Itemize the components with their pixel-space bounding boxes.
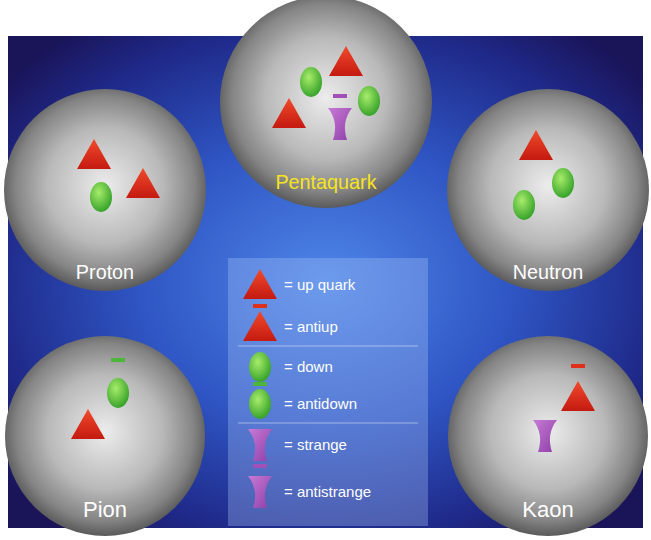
particle-label: Neutron xyxy=(447,262,649,284)
pentaquark-quarks xyxy=(272,46,380,140)
legend-text: = antiup xyxy=(284,319,338,336)
legend-text: = down xyxy=(284,359,333,376)
legend-text: = up quark xyxy=(284,277,355,294)
particle-label: Proton xyxy=(4,262,206,284)
proton-quarks xyxy=(77,139,160,212)
legend-text: = antistrange xyxy=(284,484,371,501)
proton-sphere xyxy=(4,89,206,291)
neutron-node: Neutron xyxy=(447,89,649,291)
legend-panel xyxy=(228,258,428,526)
pentaquark-node: Pentaquark xyxy=(220,0,432,208)
neutron-sphere xyxy=(447,89,649,291)
legend-separator xyxy=(238,346,418,347)
legend-text: = strange xyxy=(284,437,347,454)
pion-sphere xyxy=(5,336,205,536)
kaon-node: Kaon xyxy=(448,336,648,536)
kaon-quarks xyxy=(533,364,595,452)
pentaquark-sphere xyxy=(220,0,432,208)
pion-quarks xyxy=(71,358,129,439)
neutron-quarks xyxy=(513,130,574,220)
pion-node: Pion xyxy=(5,336,205,536)
proton-node: Proton xyxy=(4,89,206,291)
particle-label: Pentaquark xyxy=(220,172,432,194)
particle-label: Kaon xyxy=(448,498,648,522)
legend-separator xyxy=(238,423,418,424)
particle-label: Pion xyxy=(5,498,205,522)
legend-text: = antidown xyxy=(284,396,357,413)
kaon-sphere xyxy=(448,336,648,536)
legend-symbols xyxy=(243,269,277,508)
